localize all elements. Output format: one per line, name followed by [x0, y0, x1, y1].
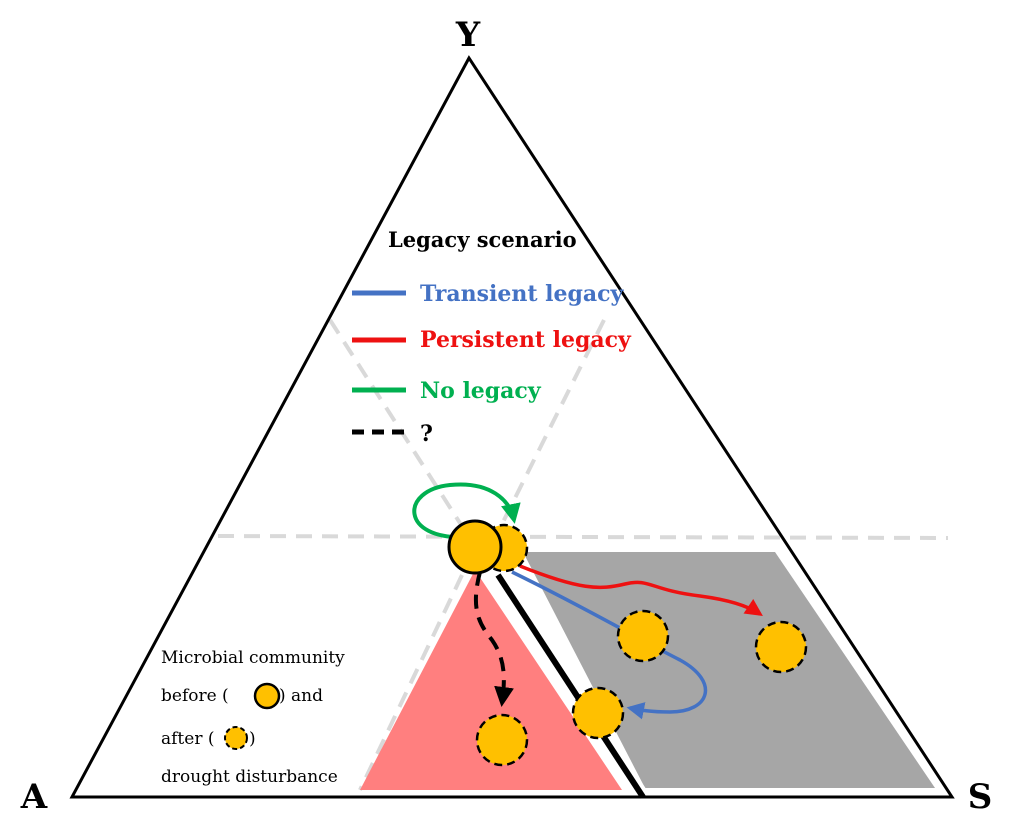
guide-right-median: [488, 319, 606, 549]
guide-horizontal: [217, 534, 949, 540]
caption-line-4: drought disturbance: [161, 767, 338, 787]
legend-label-persistent: Persistent legacy: [420, 327, 632, 353]
region-s: [523, 552, 935, 788]
caption-before-prefix: before (: [161, 686, 229, 706]
guide-lower-left: [358, 574, 464, 791]
arrow-unknown: [474, 571, 514, 707]
legend-label-unknown: ?: [420, 421, 433, 447]
community-after-s-mid: [616, 609, 670, 663]
community-after-a: [475, 713, 529, 767]
arrow-transient-legacy: [511, 570, 708, 720]
community-before: [447, 519, 503, 575]
corner-label-left: A: [20, 777, 48, 817]
caption-after-suffix: ): [249, 729, 256, 749]
caption-after-prefix: after (: [161, 729, 214, 749]
legend: Legacy scenario Transient legacy Persist…: [352, 227, 632, 447]
caption-after-icon: [224, 726, 248, 750]
caption-before-suffix: ) and: [279, 686, 323, 706]
boundary-line: [495, 573, 646, 799]
caption-before-icon: [253, 682, 281, 710]
community-after-s-far: [754, 620, 808, 674]
caption: Microbial community before ( ) and after…: [161, 648, 345, 787]
legend-label-transient: Transient legacy: [420, 281, 625, 307]
arrow-persistent-legacy: [519, 564, 763, 616]
region-a: [360, 570, 622, 790]
corner-label-right: S: [968, 777, 993, 817]
ternary-triangle: [69, 55, 955, 799]
arrow-no-legacy: [412, 482, 521, 540]
community-after-boundary: [571, 686, 625, 740]
corner-label-top: Y: [455, 15, 481, 55]
legend-title: Legacy scenario: [388, 227, 577, 252]
caption-line-1: Microbial community: [161, 648, 345, 668]
legend-label-none: No legacy: [420, 378, 542, 404]
